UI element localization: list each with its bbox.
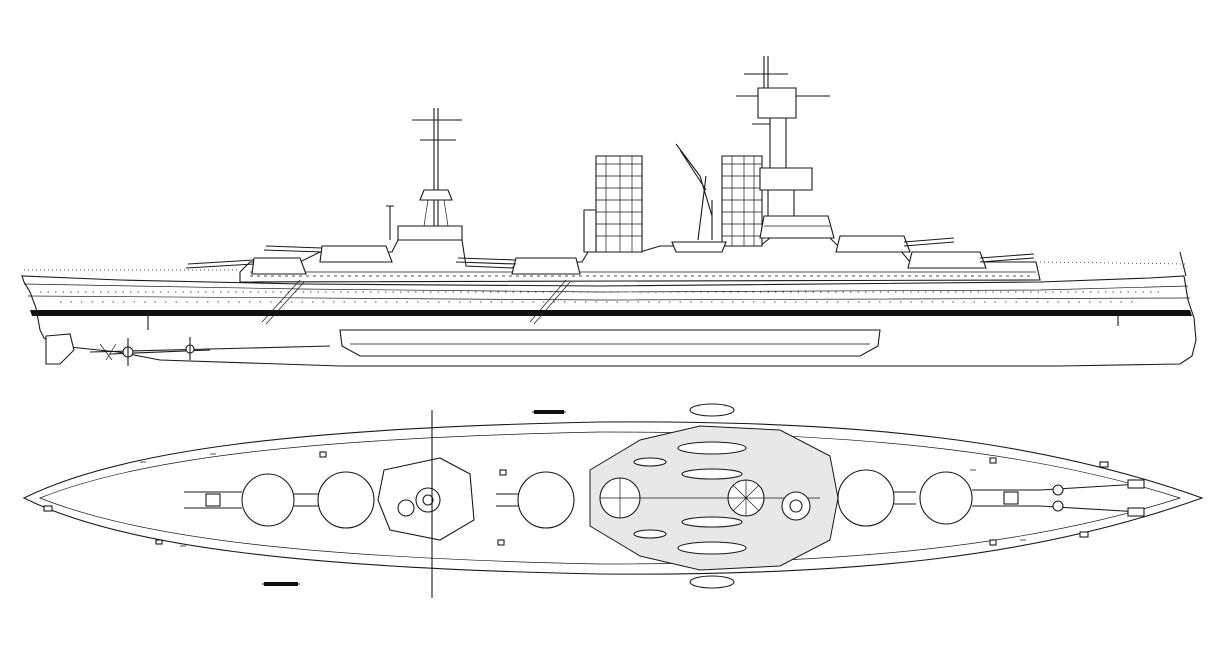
- side-elevation-view: [21, 56, 1197, 367]
- mainmast: [736, 56, 835, 239]
- plan-view: [22, 403, 1204, 598]
- boot-topping: [30, 310, 1192, 316]
- funnels-plan: [599, 477, 765, 519]
- hull-side: [21, 275, 1197, 367]
- aft-funnel: [721, 155, 763, 247]
- turret-q-side: [455, 257, 581, 275]
- ships-boats: [633, 403, 747, 589]
- turret-q-plan: [496, 471, 575, 529]
- propeller-shafts: [89, 337, 331, 366]
- turret-a-plan: [184, 473, 295, 527]
- turret-x-plan: [837, 469, 916, 527]
- boat-crane: [671, 143, 727, 253]
- turret-y-side: [907, 251, 1035, 269]
- turret-y-plan: [919, 471, 1040, 525]
- turret-x-side: [835, 235, 955, 253]
- portholes: [40, 291, 1160, 303]
- turret-b-plan: [294, 471, 375, 529]
- anti-torpedo-bulge: [339, 329, 881, 357]
- forward-funnel: [583, 155, 643, 253]
- foremast: [386, 108, 463, 241]
- turret-b-side: [263, 245, 393, 263]
- rudder: [45, 333, 75, 365]
- bridge-plan: [377, 410, 475, 598]
- anchor-cables: [1039, 479, 1145, 517]
- mainmast-plan: [781, 491, 811, 521]
- deck-fittings: [43, 451, 1109, 547]
- turret-a-side: [185, 257, 307, 275]
